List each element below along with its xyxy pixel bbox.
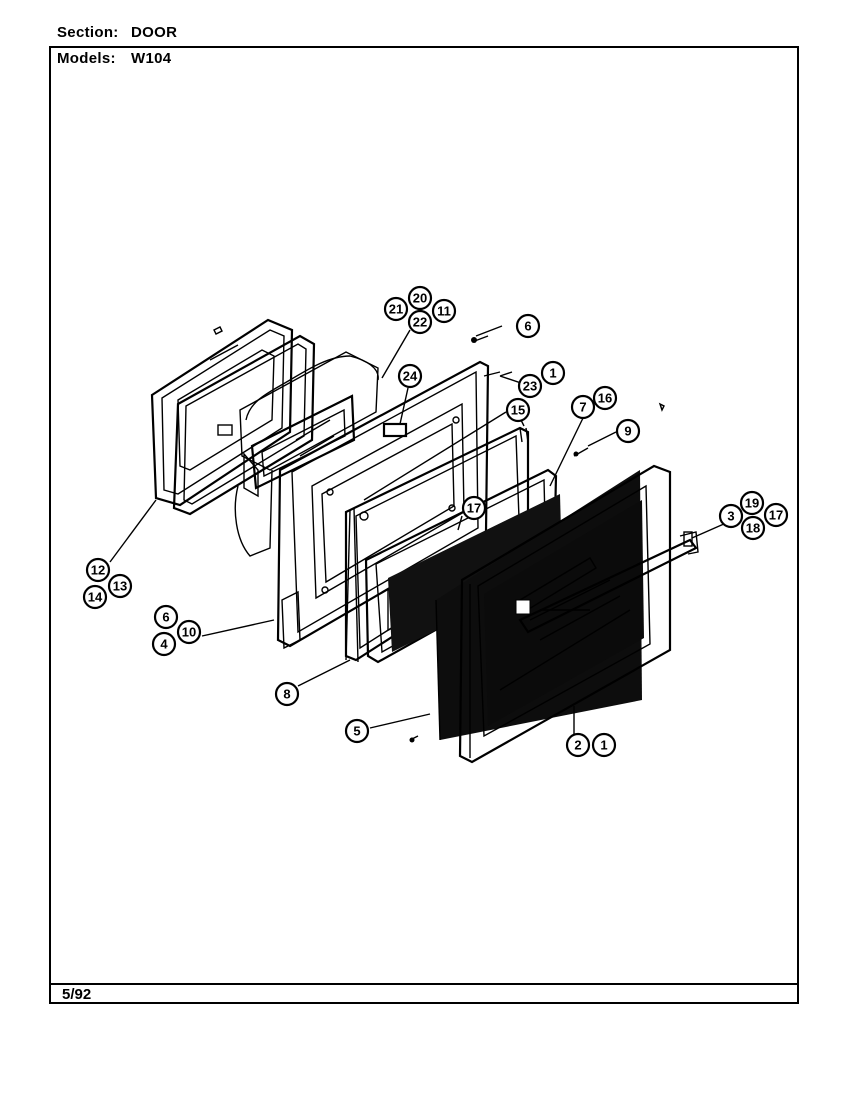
svg-text:2: 2 <box>574 738 581 753</box>
callout-16: 16 <box>592 385 618 411</box>
callout-7: 7 <box>570 394 596 420</box>
callout-9: 9 <box>615 418 641 444</box>
callout-6-top: 6 <box>515 313 541 339</box>
svg-text:10: 10 <box>182 625 196 640</box>
callout-1-bottom: 1 <box>591 732 617 758</box>
callout-21: 21 <box>383 296 409 322</box>
svg-text:7: 7 <box>579 400 586 415</box>
callout-17-right: 17 <box>763 502 789 528</box>
callout-6-left: 6 <box>153 604 179 630</box>
door-handle <box>518 531 699 634</box>
svg-text:12: 12 <box>91 563 105 578</box>
callout-4: 4 <box>151 631 177 657</box>
diagram-frame <box>49 46 799 1004</box>
svg-text:5: 5 <box>353 724 360 739</box>
rear-inner-panel <box>150 318 294 507</box>
svg-text:11: 11 <box>437 304 451 319</box>
section-label: Section: <box>57 24 119 41</box>
callout-5: 5 <box>344 718 370 744</box>
svg-text:1: 1 <box>600 738 607 753</box>
callout-18: 18 <box>740 515 766 541</box>
svg-text:17: 17 <box>769 508 783 523</box>
callout-2: 2 <box>565 732 591 758</box>
svg-text:4: 4 <box>160 637 168 652</box>
svg-text:23: 23 <box>523 379 537 394</box>
section-value: DOOR <box>131 24 178 41</box>
inner-door-liner <box>276 360 501 650</box>
svg-text:6: 6 <box>524 319 531 334</box>
svg-text:8: 8 <box>283 687 290 702</box>
callout-1-top: 1 <box>540 360 566 386</box>
svg-text:13: 13 <box>113 579 127 594</box>
svg-text:24: 24 <box>403 369 418 384</box>
svg-text:20: 20 <box>413 291 427 306</box>
callout-19: 19 <box>739 490 765 516</box>
loose-screws <box>409 335 665 743</box>
callout-24: 24 <box>397 363 423 389</box>
svg-text:22: 22 <box>413 315 427 330</box>
callout-14: 14 <box>82 584 108 610</box>
callout-23: 23 <box>517 373 543 399</box>
svg-text:15: 15 <box>511 403 525 418</box>
leader-lines <box>109 325 743 734</box>
svg-text:6: 6 <box>162 610 169 625</box>
insulation-pack <box>234 351 379 557</box>
svg-text:19: 19 <box>745 496 759 511</box>
svg-text:9: 9 <box>624 424 631 439</box>
models-label: Models: <box>57 50 116 67</box>
callout-20: 20 <box>407 285 433 311</box>
models-value: W104 <box>131 50 172 67</box>
revision-date: 5/92 <box>62 986 92 1003</box>
callout-13: 13 <box>107 573 133 599</box>
callout-3: 3 <box>718 503 744 529</box>
svg-text:14: 14 <box>88 590 103 605</box>
svg-text:1: 1 <box>549 366 556 381</box>
svg-text:16: 16 <box>598 391 612 406</box>
callout-15: 15 <box>505 397 531 423</box>
callout-17-mid: 17 <box>461 495 487 521</box>
callout-11: 11 <box>431 298 457 324</box>
callout-12: 12 <box>85 557 111 583</box>
footer-divider <box>49 983 799 985</box>
callout-22: 22 <box>407 309 433 335</box>
svg-text:17: 17 <box>467 501 481 516</box>
callout-10: 10 <box>176 619 202 645</box>
svg-text:18: 18 <box>746 521 760 536</box>
svg-text:3: 3 <box>727 509 734 524</box>
svg-text:21: 21 <box>389 302 403 317</box>
callout-8: 8 <box>274 681 300 707</box>
